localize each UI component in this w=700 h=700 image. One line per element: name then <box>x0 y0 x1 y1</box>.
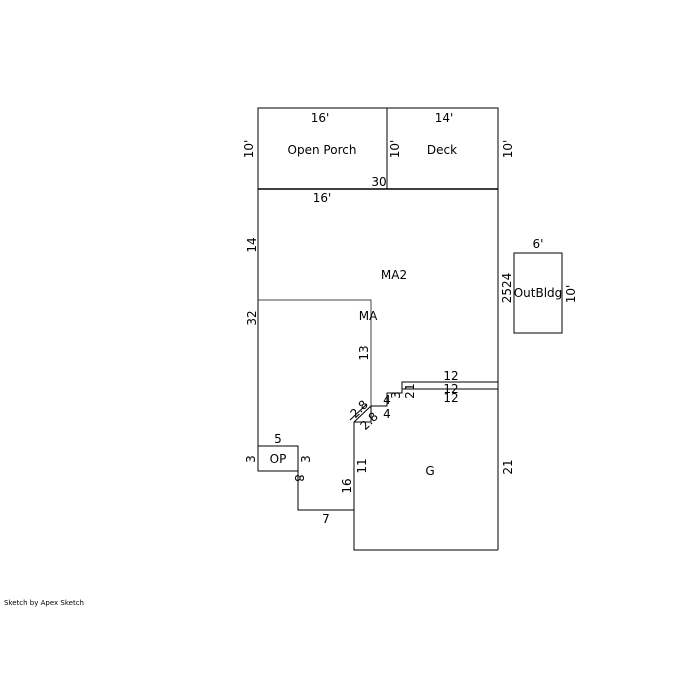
dim-op-left: 3 <box>244 455 258 463</box>
dim-step-12c: 12 <box>443 391 458 405</box>
dim-deck-right: 10' <box>501 140 515 159</box>
op-outline <box>257 445 299 472</box>
dim-op-top: 5 <box>274 432 282 446</box>
area-label-deck: Deck <box>427 143 457 157</box>
diagonal-wall-b <box>349 403 368 421</box>
dim-ma2-left: 14 <box>245 237 259 252</box>
dim-step-2: 2 <box>403 391 417 399</box>
dim-porch-left: 10' <box>242 140 256 159</box>
dim-deck-left: 10' <box>388 140 402 159</box>
dim-step-4b: 4 <box>383 407 391 421</box>
outbldg-outline <box>513 252 563 334</box>
dim-op-right: 3 <box>299 455 313 463</box>
step-outline-lower <box>354 406 372 423</box>
dim-deck-top: 14' <box>435 111 454 125</box>
dim-8: 8 <box>292 474 306 482</box>
dim-step-1: 1 <box>403 383 417 391</box>
dim-7: 7 <box>322 512 330 526</box>
dim-porch-top: 16' <box>311 111 330 125</box>
area-label-open-porch: Open Porch <box>288 143 357 157</box>
dim-right-stack: 2524 <box>500 273 514 304</box>
garage-outline <box>353 422 498 551</box>
dim-step-12b: 12 <box>443 382 458 396</box>
area-label-ma2: MA2 <box>381 268 407 282</box>
area-label-outbldg: OutBldg <box>514 286 563 300</box>
dim-ma2-corner: 30 <box>371 175 386 189</box>
dim-outbldg-top: 6' <box>533 237 544 251</box>
area-label-op: OP <box>270 452 287 466</box>
dim-step-3: 3 <box>389 391 403 399</box>
area-label-g: G <box>425 464 434 478</box>
dim-step-12a: 12 <box>443 369 458 383</box>
area-label-ma: MA <box>359 309 378 323</box>
dim-step-4a: 4 <box>383 393 391 407</box>
dim-ma-left: 32 <box>245 310 259 325</box>
dim-11: 11 <box>355 458 369 473</box>
dim-g-right: 21 <box>501 459 515 474</box>
step-outline-upper <box>371 381 498 407</box>
diagonal-wall-a <box>353 405 372 423</box>
dim-ma-inner: 13 <box>357 345 371 360</box>
dim-ma2-top: 16' <box>313 191 332 205</box>
dim-outbldg-right: 10' <box>564 285 578 304</box>
dim-16: 16 <box>340 478 354 493</box>
credit-text: Sketch by Apex Sketch <box>4 599 84 607</box>
ma-inner-boundary <box>258 299 372 406</box>
